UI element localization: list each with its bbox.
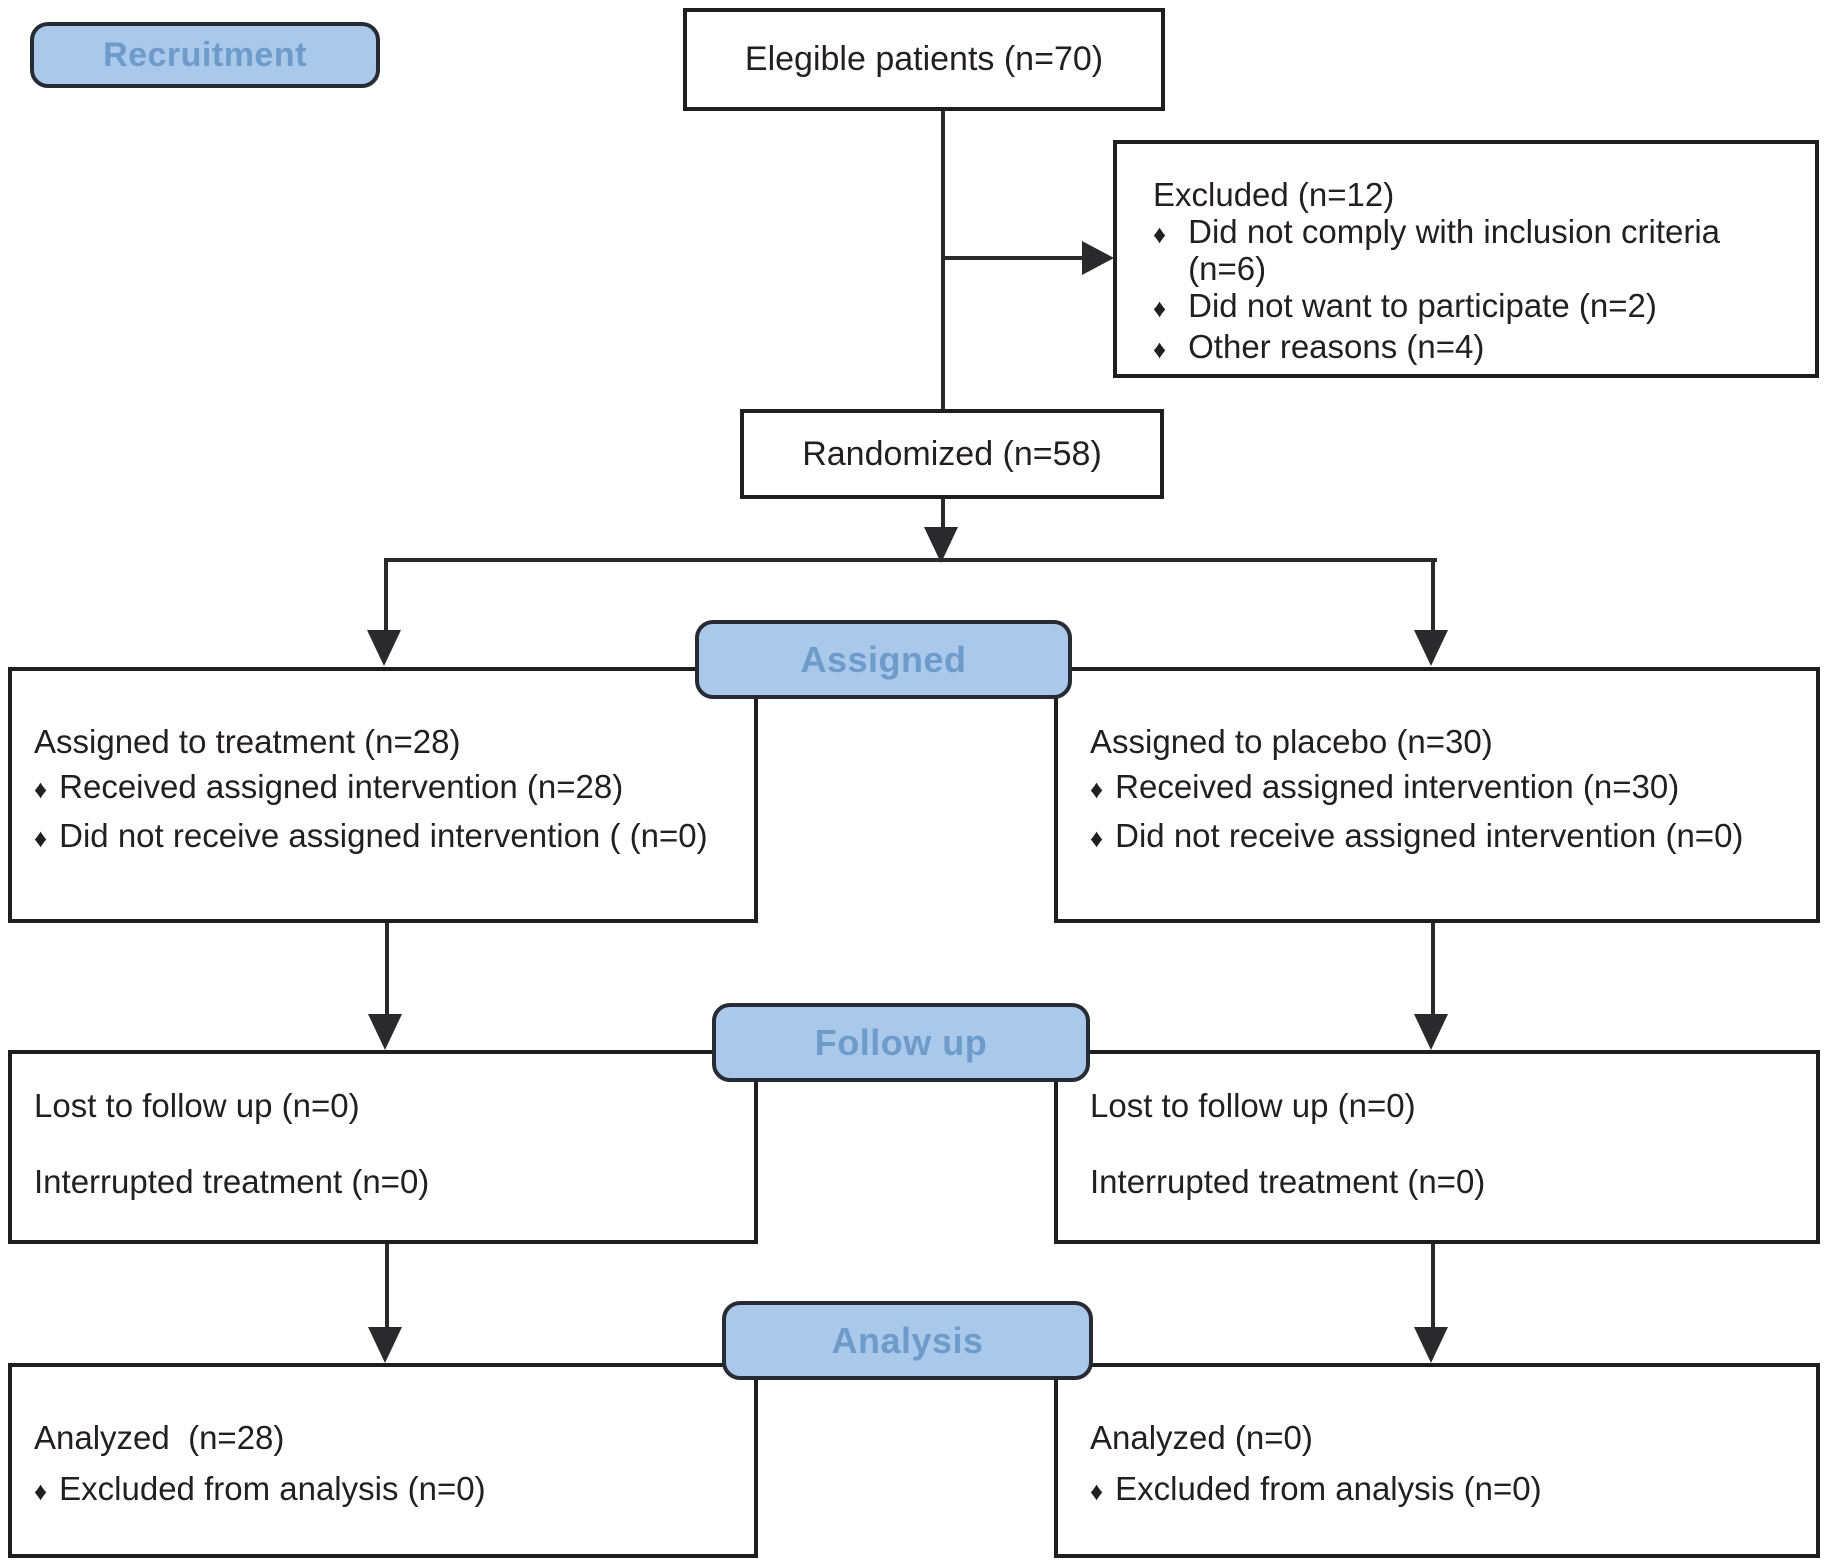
placebo-arm-bullet-text: Did not receive assigned intervention (n… (1115, 817, 1744, 854)
stage-pill-recruitment: Recruitment (30, 22, 380, 88)
excluded-bullet-text: Did not comply with inclusion criteria (… (1188, 213, 1721, 287)
followup-placebo-line: Lost to follow up (n=0) (1090, 1087, 1416, 1124)
placebo-arm-title: Assigned to placebo (n=30) (1090, 723, 1493, 760)
excluded-bullet-text: Did not want to participate (n=2) (1188, 287, 1657, 324)
followup-treatment-box: Lost to follow up (n=0) Interrupted trea… (8, 1050, 758, 1244)
connector-split-to-placebo (1431, 560, 1435, 632)
connector-split-to-treatment (384, 560, 388, 632)
analysis-treatment-bullet-text: Excluded from analysis (n=0) (59, 1470, 486, 1507)
connector-eligible-to-randomized (941, 110, 945, 410)
placebo-arm-box: Assigned to placebo (n=30) ♦ Received as… (1054, 667, 1820, 923)
diamond-bullet-icon: ♦ (1090, 825, 1104, 853)
connector-placebo-to-followup (1431, 922, 1435, 1016)
analysis-placebo-bullet: ♦ Excluded from analysis (n=0) (1090, 1466, 1804, 1515)
arrowhead-down-split-icon (924, 527, 958, 563)
arrowhead-right-excluded-icon (1082, 241, 1114, 275)
stage-label-followup: Follow up (814, 1021, 988, 1063)
stage-label-analysis: Analysis (831, 1319, 984, 1361)
diamond-bullet-icon: ♦ (1153, 221, 1167, 249)
excluded-bullet: ♦ Other reasons (n=4) (1153, 328, 1799, 369)
treatment-arm-bullet: ♦ Did not receive assigned intervention … (34, 813, 742, 862)
analysis-placebo-title: Analyzed (n=0) (1090, 1419, 1313, 1456)
diamond-bullet-icon: ♦ (1153, 295, 1167, 323)
connector-treatment-to-followup (385, 922, 389, 1016)
diamond-bullet-icon: ♦ (1090, 1478, 1104, 1506)
split-line (384, 558, 1437, 562)
analysis-treatment-title: Analyzed (n=28) (34, 1419, 285, 1456)
placebo-arm-bullet: ♦ Did not receive assigned intervention … (1090, 813, 1804, 862)
connector-to-excluded (941, 256, 1086, 260)
diamond-bullet-icon: ♦ (34, 776, 48, 804)
stage-pill-analysis: Analysis (722, 1301, 1093, 1380)
arrowhead-down-followup-left-icon (368, 1014, 402, 1050)
randomized-box: Randomized (n=58) (740, 409, 1164, 499)
analysis-treatment-box: Analyzed (n=28) ♦ Excluded from analysis… (8, 1363, 758, 1558)
connector-followup-to-analysis-left (385, 1243, 389, 1329)
followup-treatment-line: Interrupted treatment (n=0) (34, 1163, 430, 1200)
followup-treatment-line: Lost to follow up (n=0) (34, 1087, 360, 1124)
diamond-bullet-icon: ♦ (34, 1478, 48, 1506)
eligible-patients-label: Elegible patients (n=70) (744, 40, 1104, 78)
arrowhead-down-analysis-left-icon (368, 1327, 402, 1363)
placebo-arm-bullet-text: Received assigned intervention (n=30) (1115, 768, 1680, 805)
followup-placebo-line: Interrupted treatment (n=0) (1090, 1163, 1486, 1200)
stage-pill-assigned: Assigned (695, 620, 1072, 699)
analysis-placebo-bullet-text: Excluded from analysis (n=0) (1115, 1470, 1542, 1507)
treatment-arm-title: Assigned to treatment (n=28) (34, 723, 461, 760)
eligible-patients-box: Elegible patients (n=70) (683, 8, 1165, 111)
excluded-bullet-text: Other reasons (n=4) (1188, 328, 1485, 365)
arrowhead-down-treatment-icon (367, 630, 401, 666)
connector-randomized-to-split (941, 498, 945, 530)
analysis-placebo-box: Analyzed (n=0) ♦ Excluded from analysis … (1054, 1363, 1820, 1558)
diamond-bullet-icon: ♦ (1090, 776, 1104, 804)
excluded-title: Excluded (n=12) (1153, 176, 1395, 213)
placebo-arm-bullet: ♦ Received assigned intervention (n=30) (1090, 764, 1804, 813)
excluded-bullet: ♦ Did not want to participate (n=2) (1153, 287, 1799, 328)
stage-label-assigned: Assigned (800, 638, 967, 680)
stage-pill-followup: Follow up (712, 1003, 1090, 1082)
treatment-arm-box: Assigned to treatment (n=28) ♦ Received … (8, 667, 758, 923)
excluded-box: Excluded (n=12) ♦ Did not comply with in… (1113, 140, 1819, 378)
connector-followup-to-analysis-right (1431, 1243, 1435, 1329)
diamond-bullet-icon: ♦ (1153, 336, 1167, 364)
followup-placebo-box: Lost to follow up (n=0) Interrupted trea… (1054, 1050, 1820, 1244)
excluded-bullet: ♦ Did not comply with inclusion criteria… (1153, 213, 1799, 287)
diamond-bullet-icon: ♦ (34, 825, 48, 853)
treatment-arm-bullet-text: Did not receive assigned intervention ( … (59, 817, 708, 854)
stage-label-recruitment: Recruitment (103, 35, 307, 74)
analysis-treatment-bullet: ♦ Excluded from analysis (n=0) (34, 1466, 742, 1515)
arrowhead-down-analysis-right-icon (1414, 1327, 1448, 1363)
treatment-arm-bullet-text: Received assigned intervention (n=28) (59, 768, 624, 805)
randomized-label: Randomized (n=58) (802, 434, 1102, 473)
arrowhead-down-placebo-icon (1414, 630, 1448, 666)
arrowhead-down-followup-right-icon (1414, 1014, 1448, 1050)
treatment-arm-bullet: ♦ Received assigned intervention (n=28) (34, 764, 742, 813)
